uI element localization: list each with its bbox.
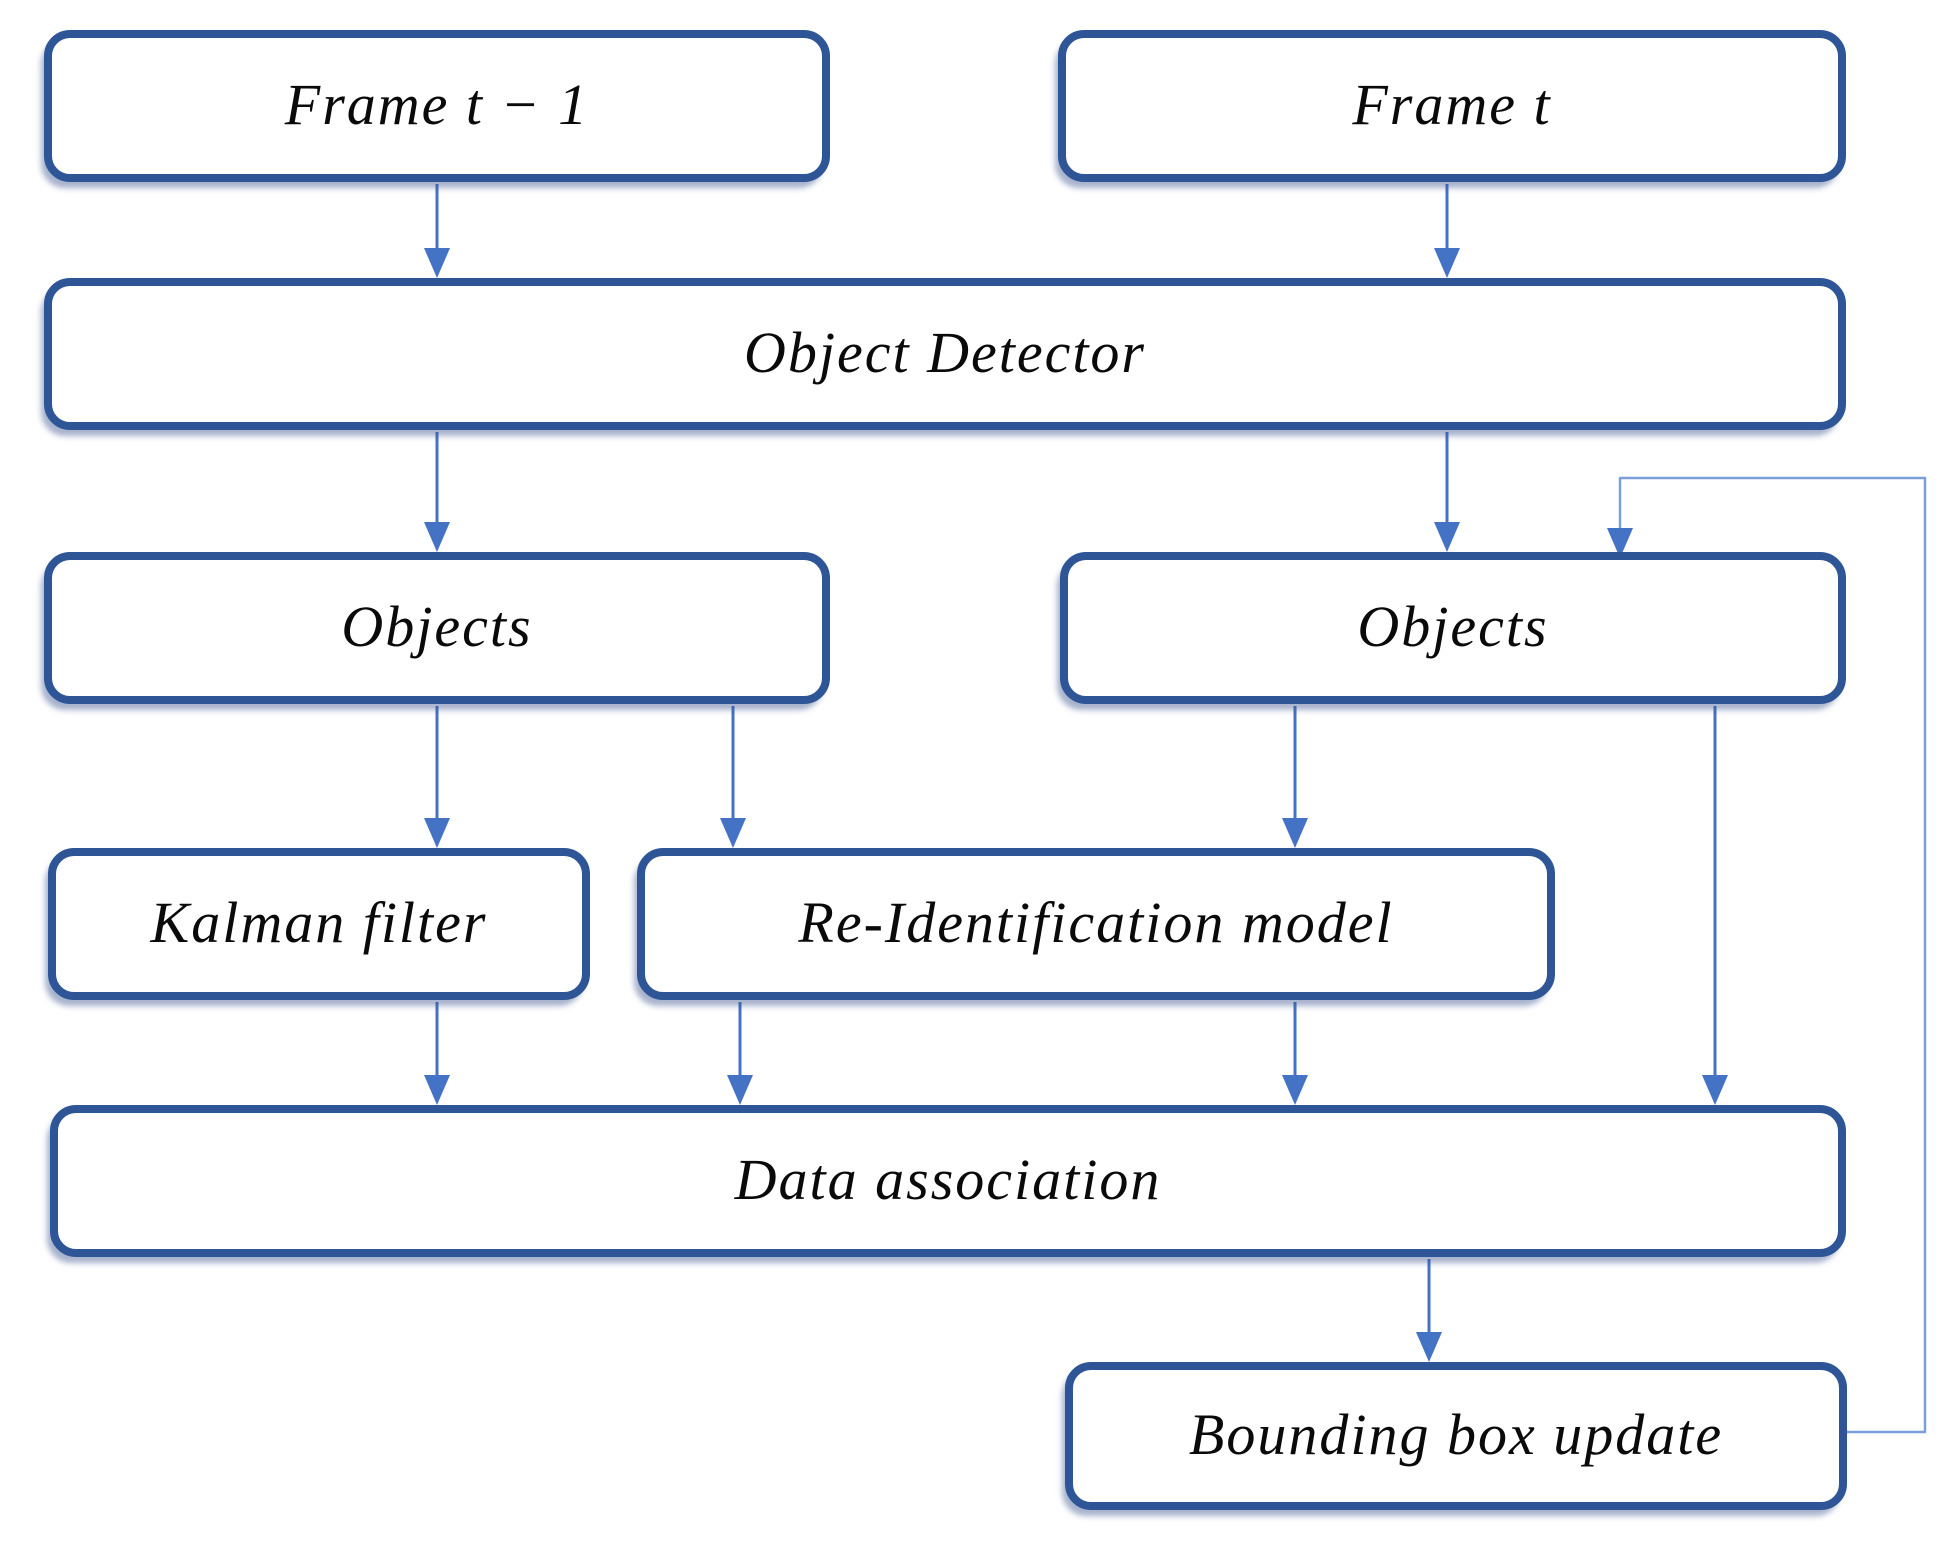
arrow-kalman-filter-to-data-association (424, 1002, 450, 1105)
node-kalman-filter: Kalman filter (48, 848, 590, 1000)
arrow-reid-model-to-data-association-left (727, 1002, 753, 1105)
arrow-frame-t-to-object-detector (1434, 184, 1460, 278)
arrow-frame-t1-to-object-detector (424, 184, 450, 278)
node-objects-right: Objects (1060, 552, 1846, 704)
node-object-detector: Object Detector (44, 278, 1846, 430)
node-frame-t-label: Frame t (1352, 71, 1552, 137)
node-objects-right-label: Objects (1357, 593, 1549, 659)
node-objects-left: Objects (44, 552, 830, 704)
arrow-objects-right-to-reid-model (1282, 706, 1308, 848)
arrow-objects-left-to-kalman-filter (424, 706, 450, 848)
node-frame-t-1-label: Frame t − 1 (284, 71, 590, 137)
node-reid-model: Re-Identification model (637, 848, 1555, 1000)
node-frame-t: Frame t (1058, 30, 1846, 182)
node-bounding-box-update-label: Bounding box update (1188, 1401, 1724, 1467)
node-kalman-filter-label: Kalman filter (150, 889, 488, 955)
arrow-object-detector-to-objects-left (424, 432, 450, 552)
arrow-objects-right-to-data-association (1702, 706, 1728, 1105)
node-data-association: Data association (50, 1105, 1846, 1257)
node-reid-model-label: Re-Identification model (798, 889, 1394, 955)
arrow-data-association-to-bbox-update (1416, 1259, 1442, 1362)
arrow-reid-model-to-data-association-right (1282, 1002, 1308, 1105)
node-objects-left-label: Objects (341, 593, 533, 659)
node-frame-t-1: Frame t − 1 (44, 30, 830, 182)
node-data-association-label: Data association (734, 1146, 1162, 1212)
node-bounding-box-update: Bounding box update (1065, 1362, 1847, 1510)
arrow-objects-left-to-reid-model (720, 706, 746, 848)
arrow-object-detector-to-objects-right (1434, 432, 1460, 552)
node-object-detector-label: Object Detector (743, 319, 1146, 385)
